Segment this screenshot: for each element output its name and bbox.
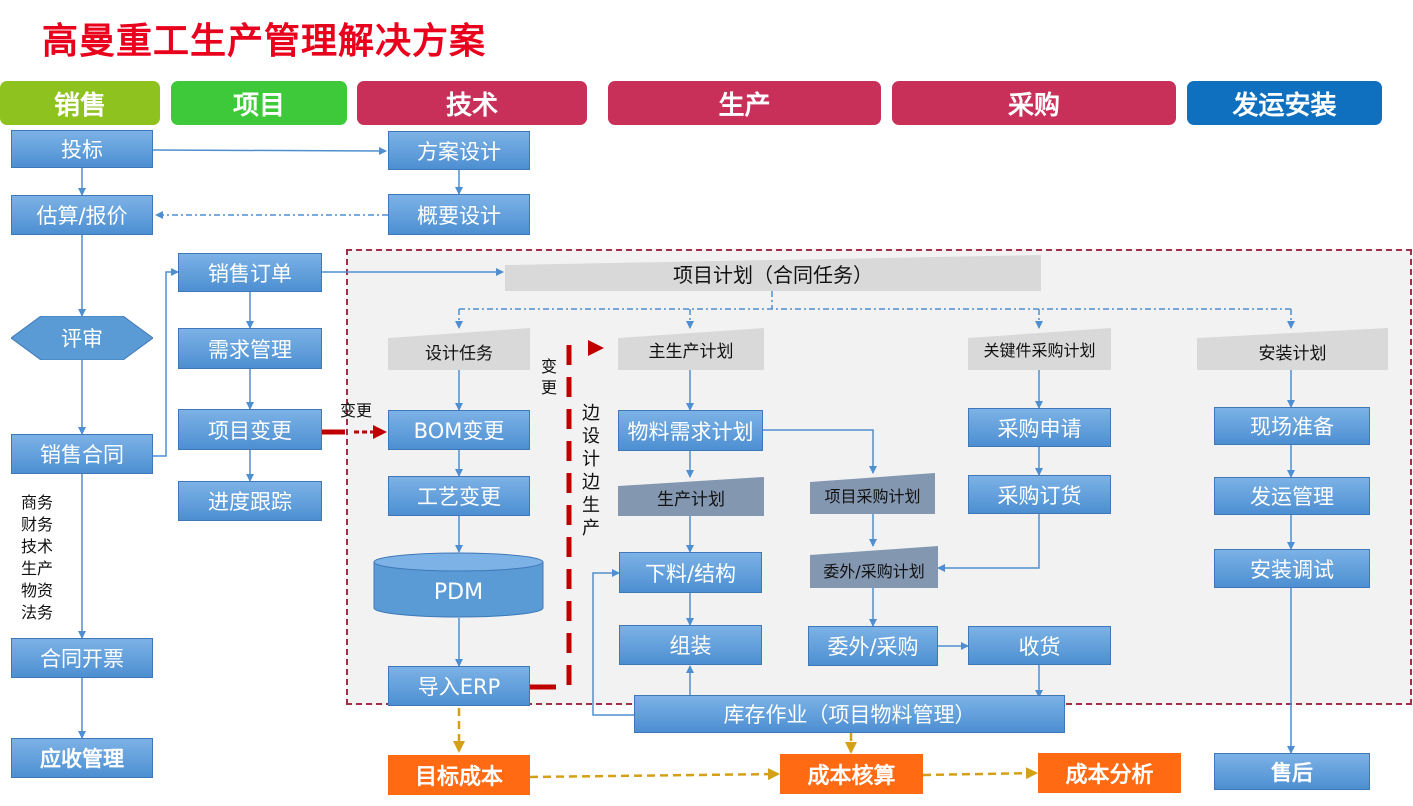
key-purchase-plan-shape [968,328,1111,370]
assembly-box[interactable]: 组装 [619,625,762,665]
master-plan[interactable]: 主生产计划 [618,328,764,370]
review-diamond-shape [11,316,153,360]
progress-track-box[interactable]: 进度跟踪 [178,481,322,521]
design-while-produce-label: 边设计边生产 [582,403,600,539]
design-task-label: 设计任务 [425,343,493,364]
receivable-box[interactable]: 应收管理 [11,738,153,778]
header-production: 生产 [608,81,881,125]
import-erp-box[interactable]: 导入ERP [388,666,530,706]
scheme-design-box[interactable]: 方案设计 [388,131,530,170]
install-plan[interactable]: 安装计划 [1197,328,1388,370]
header-purchase: 采购 [892,81,1176,125]
cost-accounting-box[interactable]: 成本核算 [780,754,923,794]
project-purchase-plan-shape [810,473,935,514]
outsource-purchase-plan-shape [810,546,938,588]
review-label: 评审 [61,327,103,351]
purchase-request-box[interactable]: 采购申请 [968,408,1111,447]
key-purchase-plan[interactable]: 关键件采购计划 [968,328,1111,370]
estimate-quote-box[interactable]: 估算/报价 [11,195,153,235]
demand-mgmt-box[interactable]: 需求管理 [178,328,322,369]
project-plan-banner[interactable]: 项目计划（合同任务） [505,255,1041,291]
sales-order-box[interactable]: 销售订单 [178,253,322,292]
production-plan[interactable]: 生产计划 [618,477,764,516]
process-change-box[interactable]: 工艺变更 [388,476,530,516]
project-change-box[interactable]: 项目变更 [178,409,322,450]
receive-goods-box[interactable]: 收货 [968,626,1111,665]
master-plan-label: 主生产计划 [648,341,734,362]
outsource-purchase-plan[interactable]: 委外/采购计划 [810,546,938,588]
key-purchase-plan-label: 关键件采购计划 [983,341,1096,360]
project-plan-banner-shape [505,255,1041,291]
production-plan-shape [618,477,764,516]
page-title: 高曼重工生产管理解决方案 [42,21,487,62]
install-plan-shape [1197,328,1388,370]
inventory-ops-box[interactable]: 库存作业（项目物料管理） [634,695,1065,733]
change-label: 变更 [340,401,373,420]
review-dept-5: 物资 [21,581,54,600]
sales-contract-box[interactable]: 销售合同 [11,434,153,474]
production-plan-label: 生产计划 [657,490,725,510]
review-diamond[interactable]: 评审 [11,316,153,360]
review-dept-4: 生产 [21,559,54,578]
outline-design-box[interactable]: 概要设计 [388,194,530,235]
header-tech: 技术 [357,81,587,125]
pdm-cylinder-icon [373,552,544,618]
purchase-order-box[interactable]: 采购订货 [968,475,1111,514]
after-sales-box[interactable]: 售后 [1214,753,1370,790]
shipping-mgmt-box[interactable]: 发运管理 [1214,477,1370,515]
outsource-purchase-box[interactable]: 委外/采购 [808,626,938,666]
site-prep-box[interactable]: 现场准备 [1214,407,1370,445]
bid-box[interactable]: 投标 [11,130,153,168]
design-task-plan[interactable]: 设计任务 [388,328,530,370]
review-dept-2: 财务 [21,515,54,534]
master-plan-shape [618,328,764,370]
pdm-label: PDM [433,579,484,605]
review-dept-6: 法务 [21,603,54,622]
install-commission-box[interactable]: 安装调试 [1214,549,1370,588]
project-purchase-plan[interactable]: 项目采购计划 [810,473,935,514]
side-change-label: 变更 [541,357,558,397]
design-task-shape [388,328,530,370]
project-purchase-plan-label: 项目采购计划 [824,487,921,506]
header-sales: 销售 [0,81,160,125]
review-dept-3: 技术 [21,537,54,556]
project-plan-banner-label: 项目计划（合同任务） [673,262,873,287]
target-cost-box[interactable]: 目标成本 [388,755,530,795]
header-project: 项目 [171,81,347,125]
install-plan-label: 安装计划 [1258,343,1327,364]
pdm-database[interactable]: PDM [373,552,544,618]
cost-analysis-box[interactable]: 成本分析 [1038,753,1181,793]
outsource-purchase-plan-label: 委外/采购计划 [823,561,925,581]
bom-change-box[interactable]: BOM变更 [388,410,530,450]
header-install: 发运安装 [1187,81,1382,125]
cutting-structure-box[interactable]: 下料/结构 [619,552,762,593]
review-dept-1: 商务 [21,493,54,512]
mrp-box[interactable]: 物料需求计划 [618,410,763,451]
contract-invoice-box[interactable]: 合同开票 [11,638,153,678]
